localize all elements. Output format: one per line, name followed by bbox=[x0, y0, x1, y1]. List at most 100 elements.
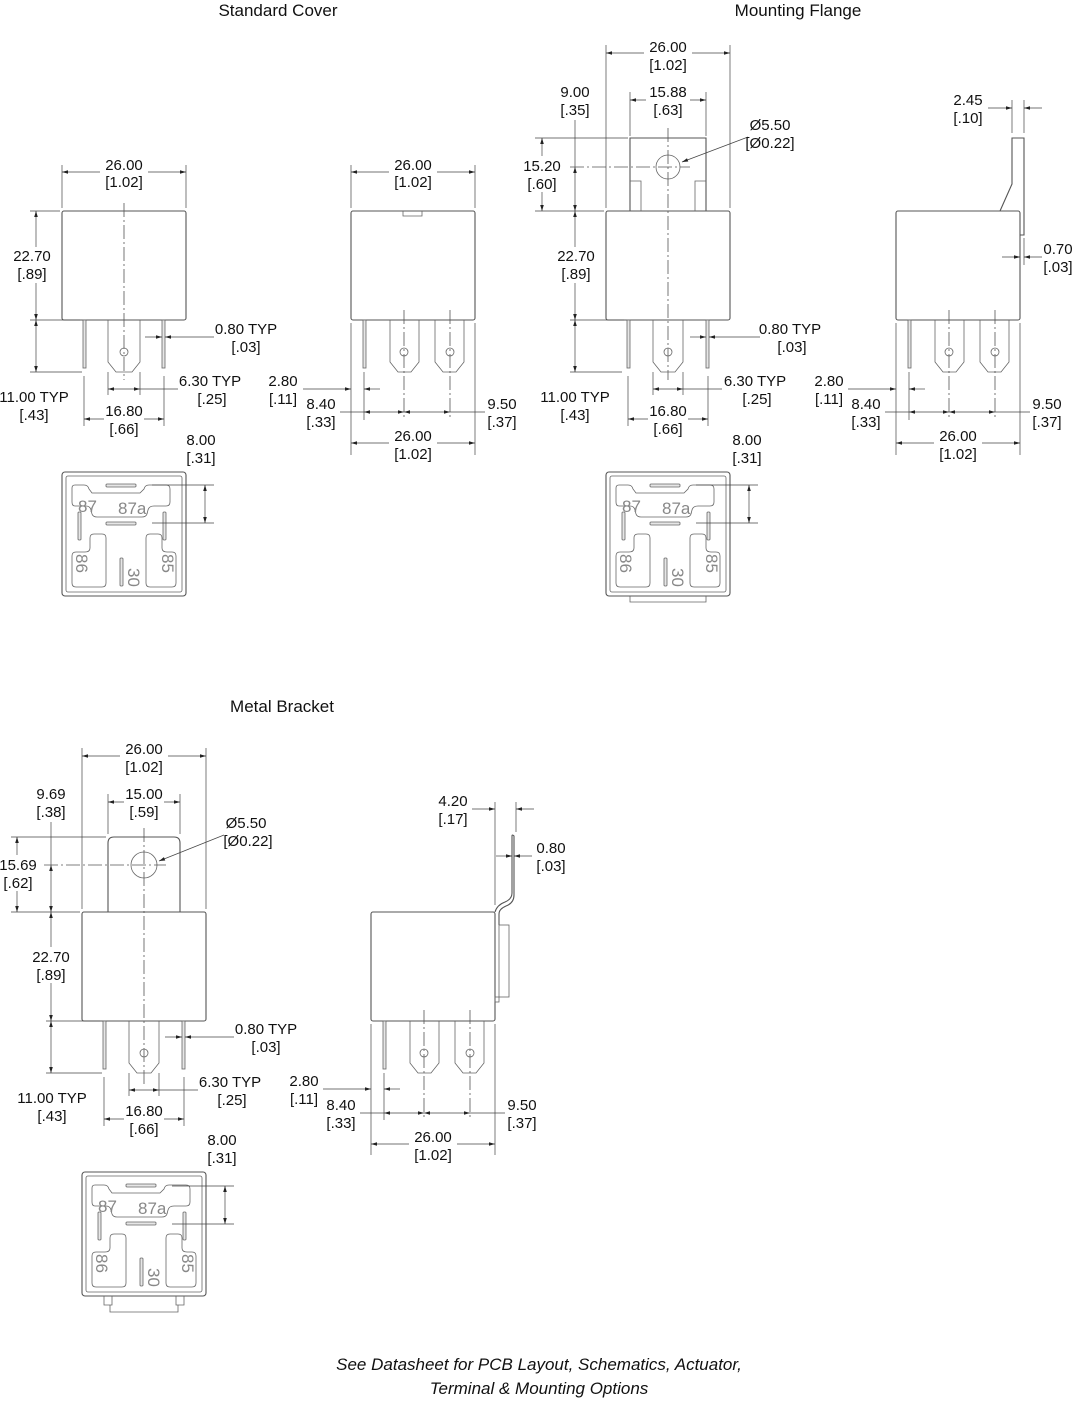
label-87: 87 bbox=[622, 497, 641, 516]
relay-body bbox=[350, 210, 476, 321]
pin-left bbox=[102, 1020, 107, 1070]
svg-text:[1.02]: [1.02] bbox=[105, 174, 143, 191]
svg-text:[.33]: [.33] bbox=[851, 414, 880, 431]
dim-pitch-2: 9.50 bbox=[1032, 396, 1061, 413]
dim-pin-span: 16.80 bbox=[649, 403, 687, 420]
svg-text:[.17]: [.17] bbox=[438, 811, 467, 828]
dim-height: 22.70 bbox=[13, 248, 51, 265]
pin-87 bbox=[125, 1183, 157, 1188]
pin-right bbox=[705, 319, 710, 369]
label-86: 86 bbox=[92, 1254, 111, 1273]
label-87a: 87a bbox=[138, 1199, 167, 1218]
terminal-layout: 87 87a 86 85 30 bbox=[81, 1171, 207, 1313]
label-87a: 87a bbox=[662, 499, 691, 518]
dim-flange-width: 15.88 bbox=[649, 84, 687, 101]
svg-text:[.59]: [.59] bbox=[129, 804, 158, 821]
svg-text:[.89]: [.89] bbox=[561, 266, 590, 283]
svg-text:[.62]: [.62] bbox=[3, 875, 32, 892]
metal-bracket-front-view: 26.00 [1.02] 15.00 [.59] Ø5.50 [Ø0.22] 9… bbox=[0, 740, 297, 1138]
svg-text:[.43]: [.43] bbox=[37, 1108, 66, 1125]
svg-text:[.03]: [.03] bbox=[231, 339, 260, 356]
pin-87 bbox=[649, 483, 681, 488]
svg-text:[.89]: [.89] bbox=[36, 967, 65, 984]
svg-text:[.31]: [.31] bbox=[207, 1150, 236, 1167]
pin-87a bbox=[649, 521, 681, 526]
footer-note-line-1: See Datasheet for PCB Layout, Schematics… bbox=[336, 1355, 742, 1374]
pin-85 bbox=[162, 511, 167, 541]
dim-pitch-1: 8.40 bbox=[851, 396, 880, 413]
dim-hole-dia: Ø5.50 bbox=[750, 117, 791, 134]
title-standard-cover: Standard Cover bbox=[218, 1, 337, 20]
svg-text:[.25]: [.25] bbox=[742, 391, 771, 408]
dim-flange-gap: 0.70 bbox=[1043, 241, 1072, 258]
pin-30 bbox=[119, 557, 124, 587]
svg-text:[.66]: [.66] bbox=[109, 421, 138, 438]
dim-overall: 26.00 bbox=[394, 428, 432, 445]
dim-pin-spacing: 8.00 bbox=[207, 1132, 236, 1149]
pin-85 bbox=[706, 511, 711, 541]
dim-tab-width: 6.30 TYP bbox=[724, 373, 786, 390]
tab-center bbox=[107, 320, 141, 373]
dim-pin-offset: 2.80 bbox=[289, 1073, 318, 1090]
tab bbox=[389, 320, 420, 373]
metal-bracket-side-view: 4.20 [.17] 0.80 [.03] 2.80 [.11] 8.40 [.… bbox=[289, 793, 565, 1164]
metal-bracket bbox=[494, 834, 515, 925]
vent-nub bbox=[402, 211, 423, 217]
dim-pitch-2: 9.50 bbox=[507, 1097, 536, 1114]
svg-text:[1.02]: [1.02] bbox=[939, 446, 977, 463]
svg-text:[.33]: [.33] bbox=[326, 1115, 355, 1132]
standard-cover-front-view: 26.00 [1.02] 22.70 [.89] 11.00 TYP [.43]… bbox=[0, 157, 277, 438]
dim-width: 26.00 bbox=[125, 741, 163, 758]
svg-text:[.37]: [.37] bbox=[507, 1115, 536, 1132]
pocket-85 bbox=[165, 1233, 197, 1288]
svg-text:[.63]: [.63] bbox=[653, 102, 682, 119]
mounting-flange-side-view: 2.45 [.10] 0.70 [.03] 2.80 [.11] 8.40 [.… bbox=[814, 92, 1072, 463]
svg-text:[.89]: [.89] bbox=[17, 266, 46, 283]
label-30: 30 bbox=[124, 568, 143, 587]
svg-text:[.37]: [.37] bbox=[1032, 414, 1061, 431]
svg-text:[.11]: [.11] bbox=[290, 1091, 318, 1108]
dim-width: 26.00 bbox=[394, 157, 432, 174]
title-mounting-flange: Mounting Flange bbox=[735, 1, 862, 20]
dim-pin-offset: 2.80 bbox=[814, 373, 843, 390]
dim-width: 26.00 bbox=[649, 39, 687, 56]
dim-bracket-height: 15.69 bbox=[0, 857, 37, 874]
footer-note-line-2: Terminal & Mounting Options bbox=[430, 1379, 649, 1398]
pin-left bbox=[82, 319, 87, 369]
pocket-86 bbox=[71, 533, 107, 588]
tab-center bbox=[128, 1021, 160, 1074]
svg-text:[.37]: [.37] bbox=[487, 414, 516, 431]
svg-text:[1.02]: [1.02] bbox=[649, 57, 687, 74]
flange-edge bbox=[629, 596, 707, 603]
dim-hole-dia: Ø5.50 bbox=[226, 815, 267, 832]
tab-center bbox=[652, 320, 684, 373]
pin-86 bbox=[97, 1211, 102, 1241]
svg-text:[.31]: [.31] bbox=[186, 450, 215, 467]
tab bbox=[409, 1021, 440, 1074]
label-85: 85 bbox=[702, 554, 721, 573]
metal-bracket-bottom-view: 87 87a 86 85 30 8.00 [.31] bbox=[81, 1132, 237, 1313]
top-pocket bbox=[615, 484, 715, 518]
dim-hole-center: 9.69 bbox=[36, 786, 65, 803]
tab bbox=[979, 320, 1010, 373]
dim-flange-height: 15.20 bbox=[523, 158, 561, 175]
svg-text:[1.02]: [1.02] bbox=[394, 174, 432, 191]
svg-text:[.66]: [.66] bbox=[653, 421, 682, 438]
pin-86 bbox=[77, 511, 82, 541]
dim-pin-span: 16.80 bbox=[105, 403, 143, 420]
svg-text:[.35]: [.35] bbox=[560, 102, 589, 119]
dim-bracket-offset: 4.20 bbox=[438, 793, 467, 810]
label-30: 30 bbox=[144, 1268, 163, 1287]
pin-left bbox=[626, 319, 631, 369]
dim-pin-span: 16.80 bbox=[125, 1103, 163, 1120]
pin bbox=[382, 1020, 387, 1070]
title-metal-bracket: Metal Bracket bbox=[230, 697, 334, 716]
pin-87a bbox=[125, 1221, 157, 1226]
terminal-layout: 87 87a 86 85 30 bbox=[605, 471, 731, 603]
pocket-85 bbox=[689, 533, 721, 588]
dim-pin-length: 11.00 TYP bbox=[0, 389, 69, 406]
tab bbox=[934, 320, 965, 373]
dim-overall: 26.00 bbox=[939, 428, 977, 445]
dim-bracket-width: 15.00 bbox=[125, 786, 163, 803]
dim-pitch-1: 8.40 bbox=[306, 396, 335, 413]
